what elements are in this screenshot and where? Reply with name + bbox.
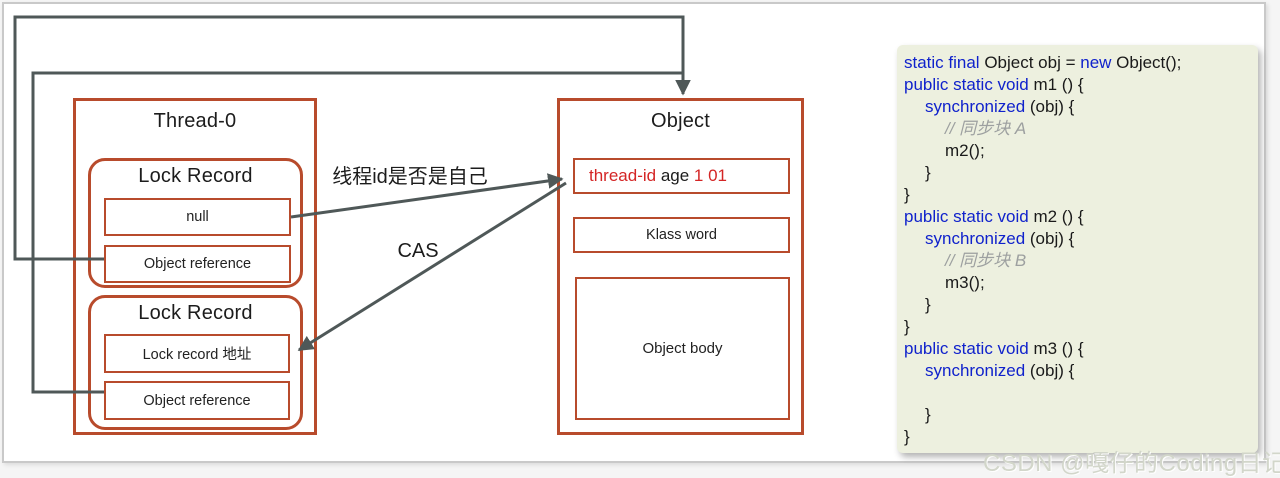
mark-word-box: thread-id age 1 01 [573,158,790,194]
thread-id-check-label: 线程id是否是自己 [332,166,488,188]
code-line: m2(); [897,140,1258,162]
code-text: m3 () { [1028,339,1084,358]
code-line: m3(); [897,272,1258,294]
code-text: (obj) { [1025,229,1075,248]
code-line: static final Object obj = new Object(); [897,52,1258,74]
code-line: public static void m3 () { [897,338,1258,360]
code-text: (obj) { [1025,97,1075,116]
code-text: } [925,163,931,182]
code-line: // 同步块 B [897,250,1258,272]
mark-word-part: thread-id [589,166,657,185]
watermark: CSDN @嘎仔的Coding日记 [983,450,1280,477]
code-line: // 同步块 A [897,118,1258,140]
mark-word-part: age [656,166,694,185]
code-keyword: synchronized [925,361,1026,380]
code-text: } [925,295,931,314]
code-line: synchronized (obj) { [897,360,1258,382]
lock-record-2-address-slot: Lock record 地址 [104,334,290,373]
code-line: synchronized (obj) { [897,228,1258,250]
code-text: (obj) { [1025,361,1075,380]
lock-record-2-object-reference-slot: Object reference [104,381,290,420]
lock-record-1-markword-slot: null [104,198,291,236]
code-text: m2 () { [1028,207,1084,226]
code-line: } [897,184,1258,206]
code-text: m1 () { [1028,75,1084,94]
code-text: m2(); [945,141,985,160]
lock-record-1-object-reference-slot: Object reference [104,245,291,283]
code-line: } [897,162,1258,184]
object-title: Object [650,110,710,132]
code-line: } [897,426,1258,448]
lock-record-2-title: Lock Record [138,302,253,324]
code-keyword: public static void [904,339,1029,358]
code-keyword: public static void [904,207,1029,226]
code-keyword: static final [904,53,980,72]
code-text: Object(); [1111,53,1182,72]
code-panel: static final Object obj = new Object();p… [897,45,1258,453]
klass-word-box: Klass word [573,217,790,253]
thread0-title: Thread-0 [153,110,237,132]
code-line: public static void m1 () { [897,74,1258,96]
code-text: } [904,427,910,446]
code-keyword: synchronized [925,229,1026,248]
object-body-box: Object body [575,277,790,420]
code-line: } [897,294,1258,316]
cas-label: CAS [397,240,439,262]
code-line [897,382,1258,404]
code-keyword: synchronized [925,97,1026,116]
code-comment: // 同步块 A [945,119,1027,138]
code-comment: // 同步块 B [945,251,1027,270]
code-line: } [897,404,1258,426]
code-text: } [904,317,910,336]
code-line: } [897,316,1258,338]
code-text: } [904,185,910,204]
code-line: synchronized (obj) { [897,96,1258,118]
code-text: Object obj = [979,53,1081,72]
code-line: public static void m2 () { [897,206,1258,228]
code-keyword: new [1080,53,1112,72]
code-text: } [925,405,931,424]
code-text: m3(); [945,273,985,292]
lock-record-1-title: Lock Record [138,165,253,187]
mark-word-part: 1 01 [693,166,728,185]
code-keyword: public static void [904,75,1029,94]
